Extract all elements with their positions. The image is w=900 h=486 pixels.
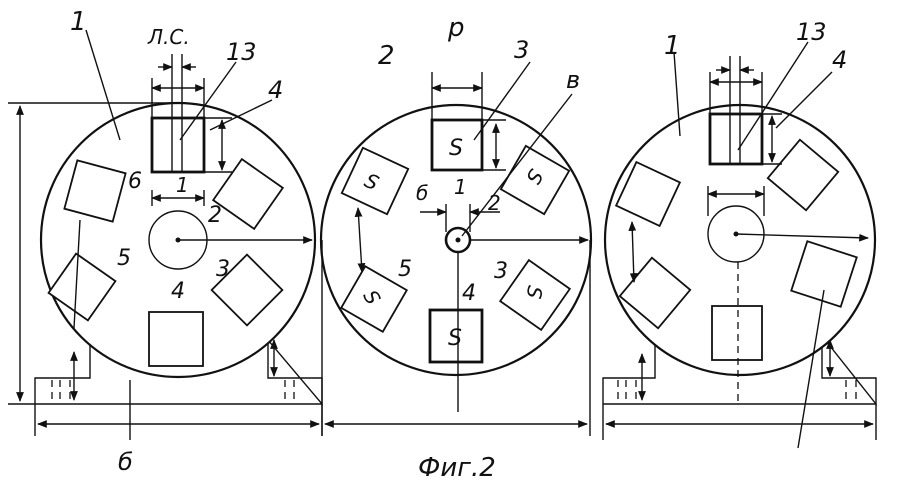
center-magnet-upper-left <box>340 146 410 216</box>
right-label-13: 13 <box>796 18 827 46</box>
center-magnet-bottom-s: S <box>448 326 462 351</box>
left-label-1b: 1 <box>176 173 189 197</box>
left-label-5: 5 <box>117 246 131 271</box>
center-label-4: 4 <box>462 281 476 306</box>
center-label-2: 2 <box>378 41 395 71</box>
left-label-ls: Л.С. <box>147 25 190 49</box>
center-label-v: в <box>566 66 580 94</box>
center-magnet-lower-right <box>498 258 572 332</box>
right-magnet-upper-right <box>766 138 840 212</box>
center-label-3b: 3 <box>494 259 508 284</box>
left-magnet-lower-right <box>210 253 284 327</box>
left-label-4: 4 <box>268 76 283 104</box>
left-label-13: 13 <box>226 38 257 66</box>
left-magnet-upper-left <box>63 159 127 223</box>
left-unit: 1 Л.С. 13 4 6 1 2 5 3 4 б <box>8 7 323 476</box>
left-magnet-bottom <box>148 311 204 367</box>
center-magnet-lower-right-s: S <box>522 284 548 301</box>
right-hub <box>707 205 765 263</box>
left-magnet-lower-left <box>47 252 117 322</box>
right-magnet-top <box>708 112 764 166</box>
center-unit: S S S S S S 2 р 3 в <box>319 13 593 436</box>
center-label-p: р <box>447 13 465 43</box>
left-label-2: 2 <box>208 203 222 228</box>
left-magnet-upper-right <box>211 157 285 231</box>
center-magnet-lower-left <box>339 264 409 334</box>
center-magnet-bottom <box>428 308 484 364</box>
left-label-4b: 4 <box>171 279 185 304</box>
right-label-4: 4 <box>832 46 847 74</box>
right-base-foot <box>602 333 877 407</box>
left-label-b: б <box>118 448 133 476</box>
center-magnet-top <box>430 118 484 172</box>
left-label-6: 6 <box>128 169 142 194</box>
center-label-2b: 2 <box>488 191 501 215</box>
right-magnet-lower-right <box>790 240 858 308</box>
center-label-b: б <box>416 181 428 205</box>
right-label-1: 1 <box>664 31 681 61</box>
left-magnet-top <box>150 116 206 174</box>
center-label-5: 5 <box>398 257 412 282</box>
right-unit: 1 13 4 <box>602 18 877 449</box>
right-magnet-upper-left <box>614 160 682 228</box>
right-magnet-bottom <box>711 305 763 361</box>
center-magnet-top-s: S <box>449 136 463 161</box>
center-label-3: 3 <box>514 36 529 64</box>
figure-caption: Фиг.2 <box>418 453 496 483</box>
center-label-1: 1 <box>454 175 467 199</box>
left-label-3: 3 <box>216 257 230 282</box>
left-label-1: 1 <box>70 7 87 37</box>
